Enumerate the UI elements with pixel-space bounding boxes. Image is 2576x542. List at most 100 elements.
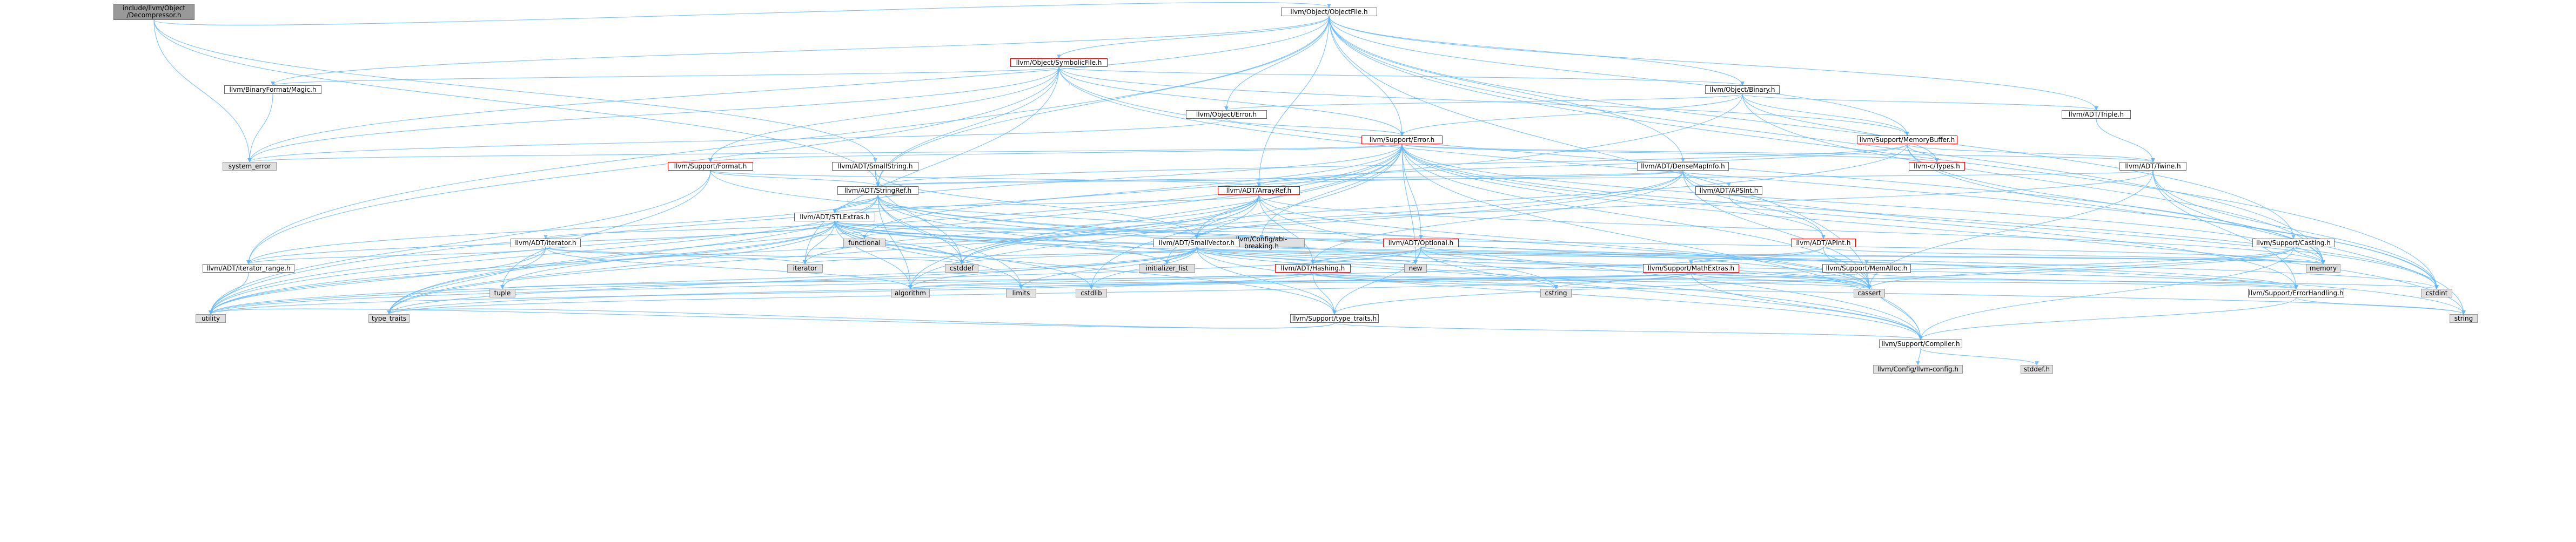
edge-symbolicfile-to-bfmagic [271,66,1059,86]
edge-objectfile-to-cstdint [1329,16,2439,289]
node-densemapinfo[interactable]: llvm/ADT/DenseMapInfo.h [1637,162,1729,171]
node-hashing[interactable]: llvm/ADT/Hashing.h [1275,264,1351,273]
node-stddef[interactable]: stddef.h [2021,365,2053,374]
edge-mathextras-to-cstdint [1691,272,2439,289]
node-twine[interactable]: llvm/ADT/Twine.h [2119,162,2186,171]
edge-error-to-compiler [1401,144,1923,340]
edge-symbolicfile-to-system_error [247,66,1059,162]
node-cstdint[interactable]: cstdint [2421,289,2452,297]
node-root[interactable]: include/llvm/Object /Decompressor.h [113,4,194,20]
edge-hashing-to-typetraits [1312,272,1337,315]
node-compiler[interactable]: llvm/Support/Compiler.h [1879,340,1962,348]
node-limits[interactable]: limits [1006,289,1036,297]
edge-binary-to-triple [1742,93,2098,111]
edge-objectfile-to-casting [1329,16,2296,239]
edge-typetraits-to-utility [209,308,1335,329]
node-memalloc[interactable]: llvm/Support/MemAlloc.h [1822,264,1911,273]
node-memory[interactable]: memory [2306,264,2340,273]
node-apsint[interactable]: llvm/ADT/APSInt.h [1695,186,1762,195]
edge-hashing-to-string [1312,272,2466,315]
edge-casting-to-typetraits [1332,247,2294,315]
node-initlist[interactable]: initializer_list [1139,264,1195,273]
node-objerror[interactable]: llvm/Object/Error.h [1186,110,1267,119]
edge-optional-to-hashing [1311,247,1421,265]
node-tuple[interactable]: tuple [489,289,515,297]
node-binary[interactable]: llvm/Object/Binary.h [1705,85,1780,94]
edge-error-to-abibreaking [1259,144,1403,239]
edge-errorhandling-to-compiler [1918,297,2297,340]
node-memorybuffer[interactable]: llvm/Support/MemoryBuffer.h [1857,136,1957,144]
edge-error-to-string [1401,144,2466,315]
edge-hashing-to-errorhandling [1312,272,2298,289]
edge-binary-to-utility [209,93,1743,315]
edge-objectfile-to-arrayref [1257,16,1330,187]
edge-memorybuffer-to-ctypes [1907,144,1939,162]
node-optional[interactable]: llvm/ADT/Optional.h [1383,239,1459,247]
edge-densemapinfo-to-arrayref [1257,170,1683,187]
node-error[interactable]: llvm/Support/Error.h [1361,136,1443,144]
node-cstddef[interactable]: cstddef [945,264,978,273]
edge-symbolicfile-to-format [708,66,1059,162]
node-objectfile[interactable]: llvm/Object/ObjectFile.h [1281,8,1377,16]
node-iterator[interactable]: iterator [787,264,823,273]
edge-stlextras-to-initlist [834,221,1169,265]
edge-compiler-to-llvmconfig [1916,348,1921,365]
node-stringref[interactable]: llvm/ADT/StringRef.h [837,186,918,195]
edge-stringref-to-utility [209,194,878,315]
node-string[interactable]: string [2450,314,2478,323]
edge-casting-to-type_traits [387,247,2294,315]
node-format[interactable]: llvm/Support/Format.h [668,162,753,171]
edge-twine-to-errorhandling [2152,170,2298,289]
edge-stlextras-to-optional [834,221,1423,239]
node-cassert[interactable]: cassert [1854,289,1885,297]
edge-stringref-to-limits [877,194,1023,289]
node-iterrange[interactable]: llvm/ADT/iterator_range.h [203,264,294,273]
edge-error-to-stlextras [833,144,1403,213]
edge-compiler-to-stddef [1920,348,2039,365]
edge-typetraits-to-type_traits [387,308,1335,329]
edge-optional-to-memory [1420,247,2325,265]
node-cstdlib[interactable]: cstdlib [1076,289,1107,297]
node-smallstring[interactable]: llvm/ADT/SmallString.h [832,162,918,171]
node-errorhandling[interactable]: llvm/Support/ErrorHandling.h [2248,289,2344,297]
node-apint[interactable]: llvm/ADT/APInt.h [1791,239,1856,247]
edge-root-to-smallstring [153,19,877,162]
edge-stlextras-to-abibreaking [834,221,1264,239]
node-cstring[interactable]: cstring [1540,289,1572,297]
node-casting[interactable]: llvm/Support/Casting.h [2252,239,2335,247]
node-ctypes[interactable]: llvm-c/Types.h [1909,162,1965,171]
node-iteratorh[interactable]: llvm/ADT/iterator.h [511,239,581,247]
node-mathextras[interactable]: llvm/Support/MathExtras.h [1643,264,1739,273]
edge-smallvector-to-memalloc [1196,247,1869,265]
edge-objectfile-to-binary [1329,16,1745,86]
node-type_traits[interactable]: type_traits [368,314,410,323]
edge-objectfile-to-cassert [1329,16,1871,289]
node-arrayref[interactable]: llvm/ADT/ArrayRef.h [1218,186,1300,195]
edge-stringref-to-cassert [877,194,1871,289]
node-llvmconfig[interactable]: llvm/Config/llvm-config.h [1873,365,1963,374]
edge-root-to-objectfile [153,2,1331,25]
node-algorithm[interactable]: algorithm [891,289,930,297]
edge-error-to-optional [1401,144,1423,239]
edge-binary-to-memorybuffer [1742,93,1909,136]
edge-objectfile-to-objerror [1224,16,1330,111]
node-stlextras[interactable]: llvm/ADT/STLExtras.h [794,213,875,221]
edge-error-to-cstdlib [1089,144,1403,289]
node-symbolicfile[interactable]: llvm/Object/SymbolicFile.h [1010,58,1108,67]
node-functional[interactable]: functional [843,239,886,247]
node-system_error[interactable]: system_error [223,162,277,171]
edge-smallvector-to-typetraits [1196,247,1337,315]
node-new[interactable]: new [1404,264,1427,273]
node-smallvector[interactable]: llvm/ADT/SmallVector.h [1153,239,1240,247]
node-abibreaking[interactable]: llvm/Config/abi-breaking.h [1218,236,1305,250]
node-utility[interactable]: utility [196,314,226,323]
node-bfmagic[interactable]: llvm/BinaryFormat/Magic.h [224,85,321,94]
edge-errorhandling-to-string [2296,297,2466,315]
node-typetraits[interactable]: llvm/Support/type_traits.h [1290,314,1379,323]
edge-stlextras-to-tuple [500,221,835,289]
edge-error-to-system_error [248,144,1403,162]
node-triple[interactable]: llvm/ADT/Triple.h [2062,110,2131,119]
edge-stlextras-to-cassert [834,221,1871,289]
